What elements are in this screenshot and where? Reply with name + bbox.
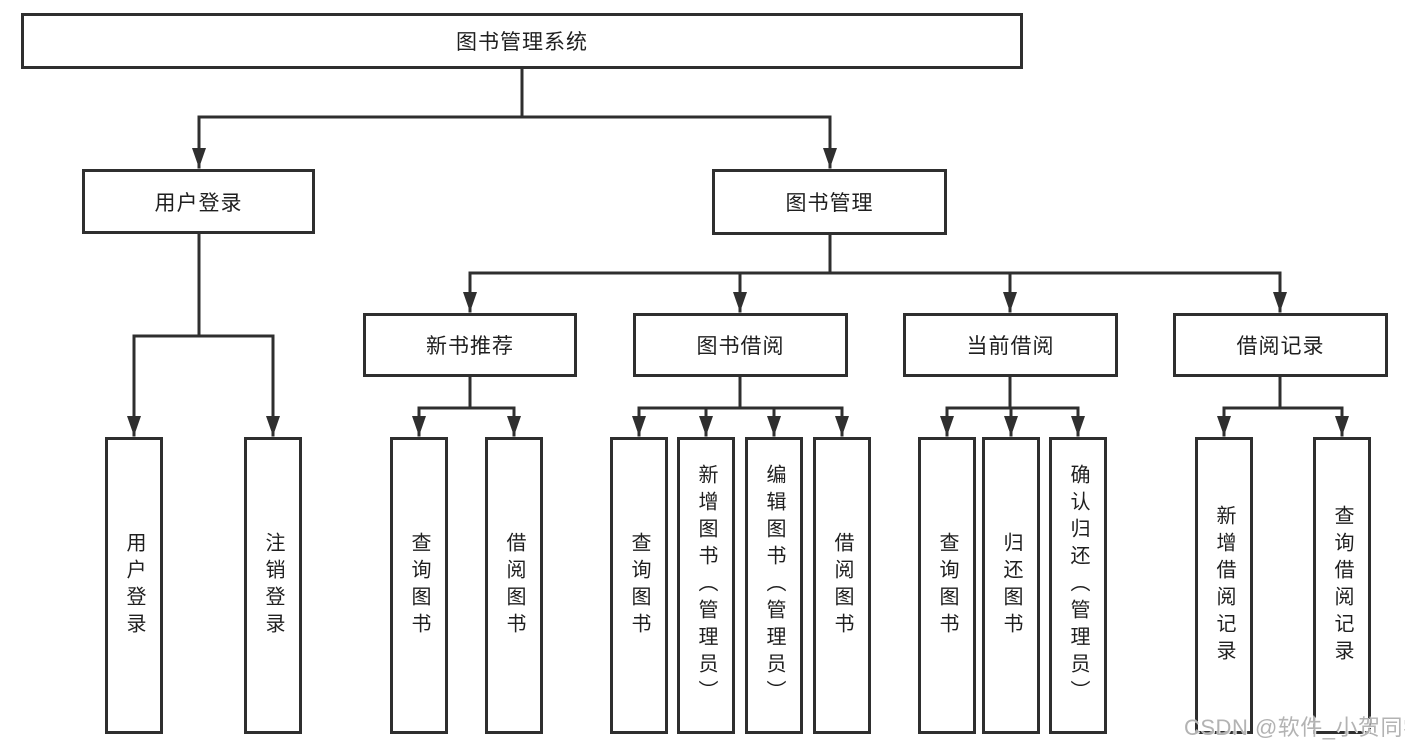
node-label: 借阅记录 <box>1236 335 1325 358</box>
leaf-confirm-return-admin: 确认归还（管理员） <box>1049 437 1107 734</box>
leaf-label: 查询借阅记录 <box>1331 504 1353 667</box>
leaf-borrow-books-recommend: 借阅图书 <box>485 437 543 734</box>
node-label: 图书管理 <box>785 192 874 215</box>
node-user-login: 用户登录 <box>82 169 315 234</box>
csdn-watermark: CSDN @软件_小贺同学 <box>1184 715 1405 740</box>
leaf-user-login: 用户登录 <box>105 437 163 734</box>
node-book-management: 图书管理 <box>712 169 947 235</box>
leaf-label: 注销登录 <box>262 531 284 640</box>
leaf-borrow-books: 借阅图书 <box>813 437 871 734</box>
node-label: 新书推荐 <box>426 335 514 358</box>
leaf-label: 查询图书 <box>936 531 958 640</box>
leaf-label: 用户登录 <box>123 531 145 640</box>
leaf-label: 新增图书（管理员） <box>695 464 717 707</box>
leaf-logout: 注销登录 <box>244 437 302 734</box>
leaf-label: 查询图书 <box>628 531 650 640</box>
leaf-label: 编辑图书（管理员） <box>763 464 785 707</box>
leaf-query-books-current: 查询图书 <box>918 437 976 734</box>
node-new-book-recommendation: 新书推荐 <box>363 313 577 377</box>
node-label: 当前借阅 <box>966 335 1055 358</box>
leaf-return-books: 归还图书 <box>982 437 1040 734</box>
node-book-borrowing: 图书借阅 <box>633 313 848 377</box>
node-label: 图书借阅 <box>696 335 785 358</box>
node-label: 用户登录 <box>154 191 243 215</box>
leaf-add-books-admin: 新增图书（管理员） <box>677 437 735 734</box>
node-label: 图书管理系统 <box>456 31 588 54</box>
node-library-management-system: 图书管理系统 <box>21 13 1023 69</box>
leaf-label: 借阅图书 <box>831 531 853 640</box>
node-current-borrowing: 当前借阅 <box>903 313 1118 377</box>
node-borrowing-records: 借阅记录 <box>1173 313 1388 377</box>
leaf-query-borrow-record: 查询借阅记录 <box>1313 437 1371 734</box>
leaf-edit-books-admin: 编辑图书（管理员） <box>745 437 803 734</box>
leaf-query-books-recommend: 查询图书 <box>390 437 448 734</box>
leaf-label: 查询图书 <box>408 531 430 640</box>
leaf-label: 归还图书 <box>1000 531 1022 640</box>
leaf-label: 确认归还（管理员） <box>1067 464 1089 707</box>
leaf-label: 新增借阅记录 <box>1213 504 1235 667</box>
leaf-label: 借阅图书 <box>503 531 525 640</box>
leaf-add-borrow-record: 新增借阅记录 <box>1195 437 1253 734</box>
leaf-query-books-borrowing: 查询图书 <box>610 437 668 734</box>
